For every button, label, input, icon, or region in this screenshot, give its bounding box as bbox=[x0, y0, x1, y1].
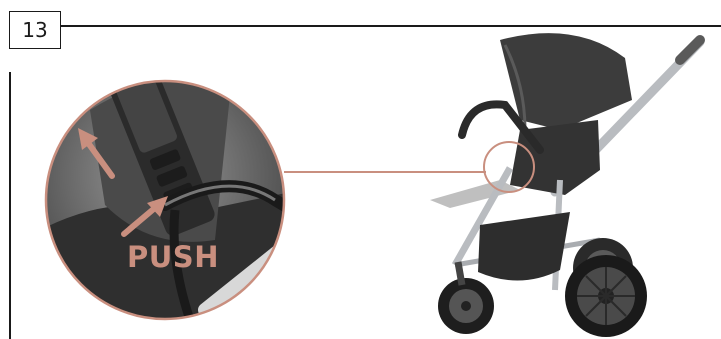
rear-wheel-front bbox=[565, 255, 647, 337]
zoom-detail bbox=[40, 61, 300, 330]
stroller-image bbox=[430, 33, 700, 337]
push-label: PUSH bbox=[127, 240, 219, 274]
